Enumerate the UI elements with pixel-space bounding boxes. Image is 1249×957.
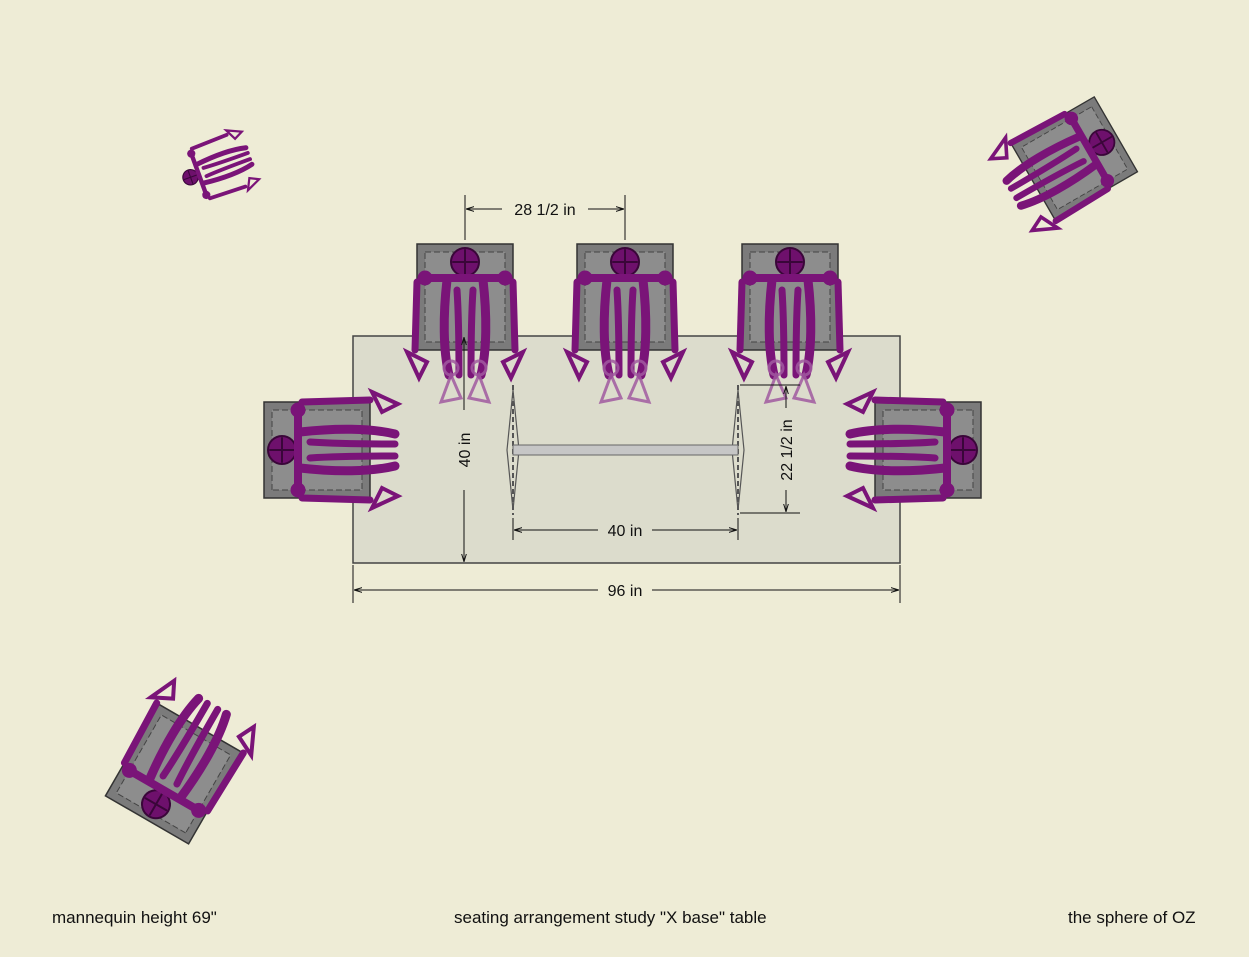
seat-scattered-top-right (985, 89, 1142, 240)
dim-table-length: 96 in (608, 583, 643, 600)
seat-scattered-bottom-left (97, 675, 264, 849)
x-base-leg-icon (506, 385, 745, 515)
dim-seat-spacing: 28 1/2 in (514, 202, 575, 219)
caption-title: seating arrangement study "X base" table (454, 908, 767, 927)
dim-base-length: 40 in (608, 523, 643, 540)
caption-credit: the sphere of OZ (1068, 908, 1196, 927)
seat-scattered-top-left (172, 125, 261, 209)
dim-base-width: 22 1/2 in (779, 419, 796, 480)
caption-mannequin-height: mannequin height 69" (52, 908, 217, 927)
dim-table-depth: 40 in (457, 433, 474, 468)
